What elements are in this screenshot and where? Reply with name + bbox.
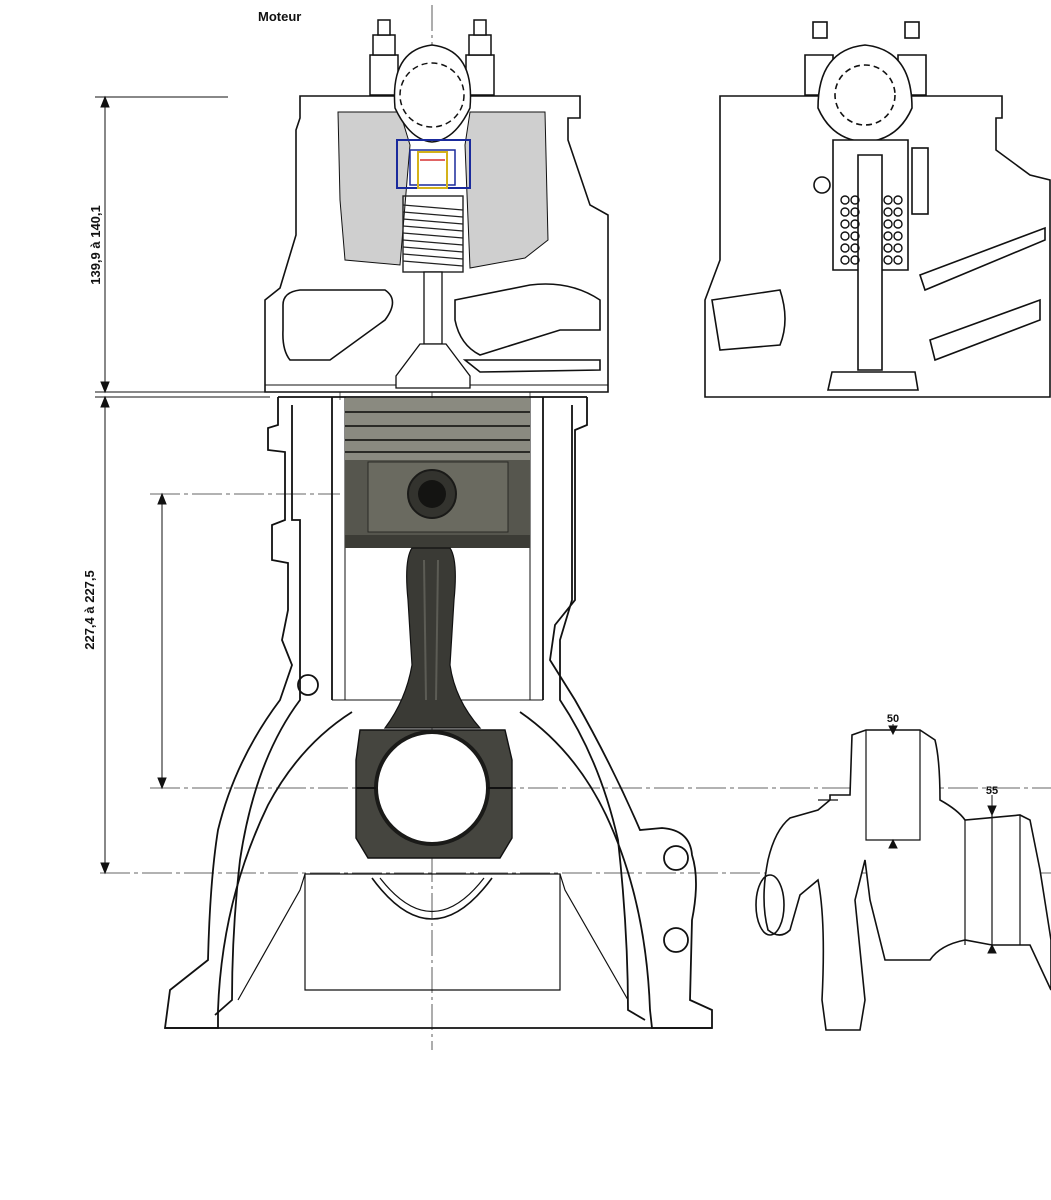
cylinder-head-side-section bbox=[704, 21, 1051, 398]
crankshaft-section bbox=[755, 729, 1051, 1031]
side-valve-springs bbox=[840, 195, 903, 265]
head-height-label: 139,9 à 140,1 bbox=[88, 205, 103, 285]
valve-tappet-assembly bbox=[396, 139, 471, 189]
connecting-rod bbox=[355, 547, 513, 859]
block-height-label: 227,4 à 227,5 bbox=[82, 570, 97, 650]
cylinder-head-section bbox=[264, 95, 609, 393]
piston bbox=[345, 398, 530, 548]
crank-width-markers bbox=[888, 724, 997, 954]
main-journal-width-label: 55 bbox=[986, 785, 998, 797]
intake-valve bbox=[395, 271, 471, 389]
block-height-dimension bbox=[95, 395, 270, 875]
engine-block bbox=[163, 396, 713, 1029]
drawing-title: Moteur bbox=[258, 9, 302, 24]
crank-pin-width-label: 50 bbox=[887, 713, 899, 725]
